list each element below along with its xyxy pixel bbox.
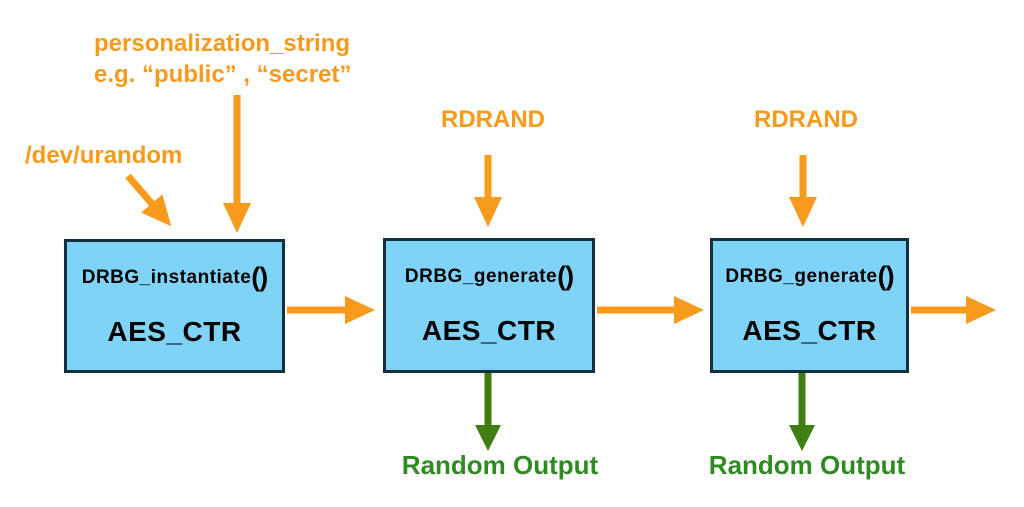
drbg-generate-1-parens: () bbox=[557, 261, 574, 291]
drbg-instantiate-algorithm-label: AES_CTR bbox=[107, 316, 242, 347]
drbg-instantiate-parens: () bbox=[251, 262, 268, 292]
drbg-generate-1-algorithm-label: AES_CTR bbox=[421, 315, 557, 346]
drbg-generate-2-algorithm-label: AES_CTR bbox=[742, 315, 877, 346]
drbg-instantiate-function-name: DRBG_instantiate bbox=[81, 267, 252, 288]
random-output-label-2: Random Output bbox=[708, 450, 906, 480]
dev-urandom-label: /dev/urandom bbox=[25, 142, 183, 169]
personalization-string-line1: personalization_string bbox=[94, 30, 351, 57]
drbg-generate-2-function-label: DRBG_generate() bbox=[725, 261, 895, 291]
personalization-string-line2: e.g. “public” , “secret” bbox=[94, 61, 352, 88]
rdrand-label-1: RDRAND bbox=[441, 106, 545, 133]
rdrand-label-2: RDRAND bbox=[754, 106, 858, 133]
arrow-dev-urandom-diagonal bbox=[125, 173, 172, 227]
random-output-label-1: Random Output bbox=[401, 450, 599, 480]
drbg-generate-2-parens: () bbox=[877, 261, 895, 291]
drbg-generate-box-1: DRBG_generate() AES_CTR bbox=[383, 238, 595, 373]
drbg-instantiate-box: DRBG_instantiate() AES_CTR bbox=[64, 239, 285, 373]
drbg-generate-1-function-name: DRBG_generate bbox=[404, 266, 558, 287]
drbg-generate-1-function-label: DRBG_generate() bbox=[404, 261, 574, 291]
drbg-generate-2-function-name: DRBG_generate bbox=[725, 266, 878, 287]
drbg-instantiate-function-label: DRBG_instantiate() bbox=[81, 262, 269, 292]
drbg-generate-box-2: DRBG_generate() AES_CTR bbox=[710, 238, 909, 373]
personalization-string-label: personalization_string e.g. “public” , “… bbox=[94, 28, 351, 90]
